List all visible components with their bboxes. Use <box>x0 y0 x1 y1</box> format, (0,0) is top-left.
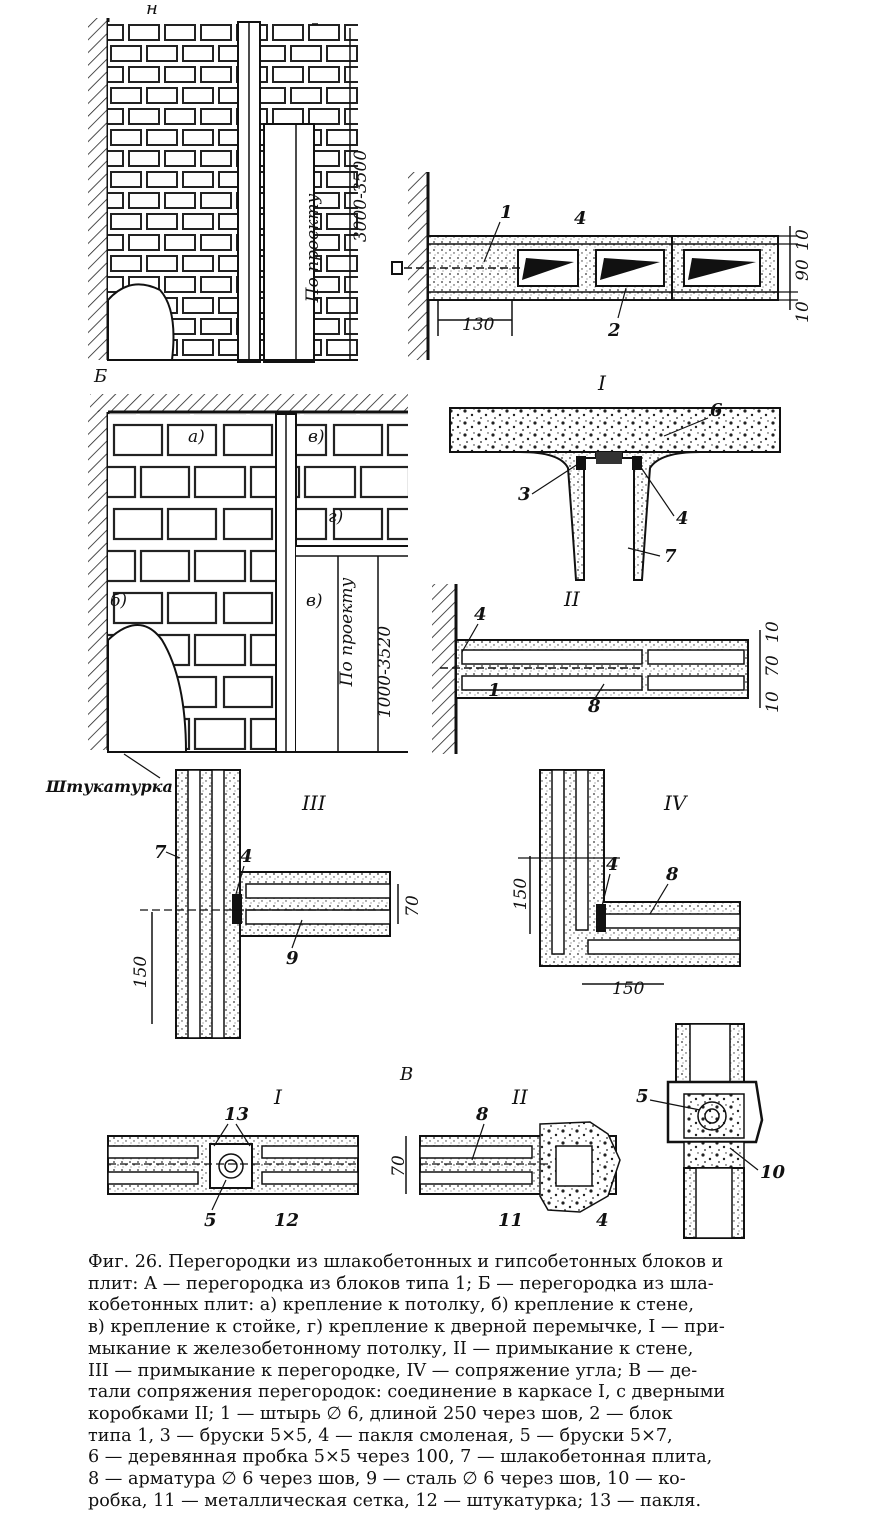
callout-7-iii: 7 <box>154 842 167 863</box>
panel-a-label: н <box>146 0 158 19</box>
dim-ii-70: 70 <box>763 655 783 677</box>
callout-6: 6 <box>710 400 723 421</box>
caption-line: мыкание к железобетонному потолку, II — … <box>88 1338 694 1359</box>
dim-ii-10-bottom: 10 <box>763 691 783 713</box>
dim-ii-10-top: 10 <box>763 621 783 643</box>
panel-b-height-dimension: 1000-3520 <box>375 626 395 718</box>
callout-11: 11 <box>498 1210 523 1231</box>
caption-line: III — примыкание к перегородке, IV — соп… <box>88 1360 698 1381</box>
caption-line: коробками II; 1 — штырь ∅ 6, длиной 250 … <box>88 1403 673 1424</box>
panel-a-by-project: По проекту <box>303 194 323 304</box>
callout-8-j2: 8 <box>475 1104 489 1125</box>
callout-4-iii: 4 <box>240 846 253 867</box>
detail-ii-wall: II 10 70 10 4 1 8 <box>432 584 783 754</box>
figure-drawing: н 3000-3500 По проекту 130 <box>45 0 813 1239</box>
joint-i-label: I <box>273 1085 283 1109</box>
section-block-type1: 130 10 90 10 1 4 2 <box>391 172 813 360</box>
sub-b: б) <box>110 591 127 611</box>
detail-ii-label: II <box>563 587 581 611</box>
panel-a-elevation: н 3000-3500 По проекту <box>88 0 371 363</box>
callout-1: 1 <box>500 202 513 223</box>
caption-line: 6 — деревянная пробка 5×5 через 100, 7 —… <box>88 1447 713 1468</box>
callout-9: 9 <box>286 948 299 969</box>
caption-line: тали сопряжения перегородок: соединение … <box>88 1382 726 1403</box>
callout-13: 13 <box>224 1104 249 1125</box>
callout-1-ii: 1 <box>488 680 501 701</box>
sub-v-mid: в) <box>306 591 323 611</box>
panel-a-wall-hatch <box>88 18 108 360</box>
dim-iii-70: 70 <box>403 895 423 917</box>
sub-a: а) <box>188 427 205 447</box>
dim-joint-70: 70 <box>389 1155 409 1177</box>
dim-90: 90 <box>793 259 813 281</box>
caption-line: в) крепление к стойке, г) крепление к дв… <box>88 1317 725 1338</box>
callout-4-i: 4 <box>676 508 689 529</box>
dim-10-top: 10 <box>793 229 813 251</box>
panel-v-label: В <box>399 1064 413 1085</box>
callout-8-iv: 8 <box>665 864 679 885</box>
caption-line: робка, 11 — металлическая сетка, 12 — шт… <box>88 1490 702 1511</box>
caption-line: типа 1, 3 — бруски 5×5, 4 — пакля смолен… <box>88 1425 673 1446</box>
panel-v-joints: В I 13 5 12 II 70 8 11 4 <box>107 1023 786 1239</box>
caption-line: плит: А — перегородка из блоков типа 1; … <box>88 1273 714 1294</box>
detail-iii-partition: III 150 70 7 4 9 <box>131 769 423 1039</box>
callout-3: 3 <box>518 484 531 505</box>
callout-12: 12 <box>274 1210 299 1231</box>
caption-line: кобетонных плит: а) крепление к потолку,… <box>88 1295 694 1316</box>
dim-iv-150-horiz: 150 <box>612 979 645 999</box>
sub-v-top: в) <box>308 427 325 447</box>
detail-iv-label: IV <box>663 791 689 815</box>
detail-i-ceiling: I 6 3 4 7 <box>449 371 781 581</box>
callout-2: 2 <box>607 320 621 341</box>
dim-iii-150: 150 <box>131 956 151 989</box>
plaster-label: Штукатурка <box>45 777 173 796</box>
caption-line: 8 — арматура ∅ 6 через шов, 9 — сталь ∅ … <box>88 1469 686 1490</box>
panel-b-label: Б <box>93 366 107 387</box>
callout-4-ii: 4 <box>474 604 487 625</box>
panel-b-elevation: Б а) в) г) б) в) 1000-3520 По проекту Шт… <box>45 366 408 796</box>
figure-caption: Фиг. 26. Перегородки из шлакобетонных и … <box>88 1252 846 1512</box>
dim-iv-150-vert: 150 <box>511 878 531 911</box>
callout-4-top: 4 <box>574 208 587 229</box>
detail-i-label: I <box>597 371 607 395</box>
panel-b-by-project: По проекту <box>337 578 357 688</box>
callout-4-j2: 4 <box>596 1210 609 1231</box>
dim-10-bottom: 10 <box>793 301 813 323</box>
caption-line: Фиг. 26. Перегородки из шлакобетонных и … <box>88 1252 724 1272</box>
callout-5-j1: 5 <box>204 1210 217 1231</box>
joint-ii-label: II <box>511 1085 529 1109</box>
callout-4-iv: 4 <box>606 854 619 875</box>
callout-7-i: 7 <box>664 546 677 567</box>
detail-iii-label: III <box>301 791 327 815</box>
callout-8-ii: 8 <box>587 696 601 717</box>
callout-5-door: 5 <box>636 1086 649 1107</box>
dim-130: 130 <box>462 315 495 335</box>
panel-a-height-dimension: 3000-3500 <box>351 150 371 242</box>
callout-10: 10 <box>760 1162 786 1183</box>
detail-iv-corner: IV 150 150 4 8 <box>511 769 741 999</box>
sub-g: г) <box>328 507 343 527</box>
